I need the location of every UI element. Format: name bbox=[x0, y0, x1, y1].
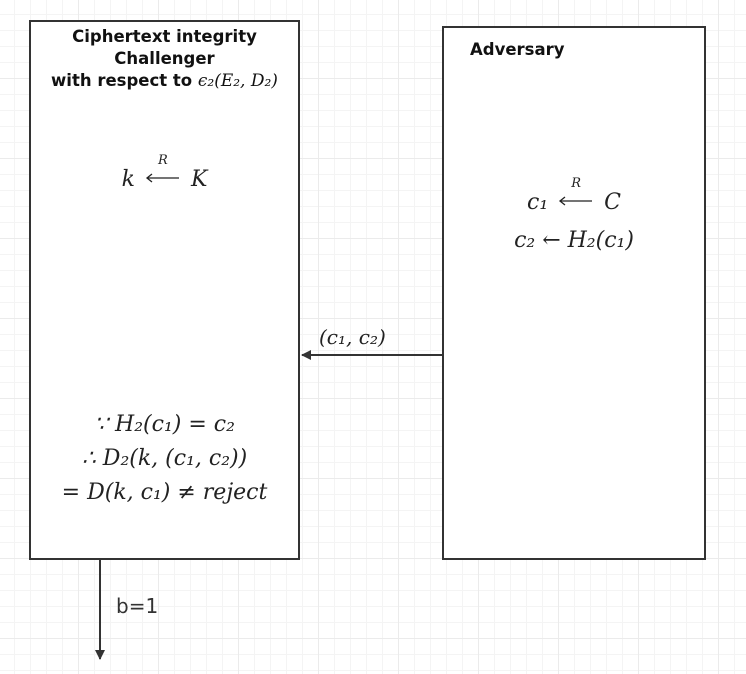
challenger-title-text: with respect to bbox=[51, 71, 198, 90]
challenger-title: Ciphertext integrity Challenger with res… bbox=[31, 26, 298, 92]
key-sampling-formula: k R K bbox=[31, 154, 298, 197]
proof-line-1: ∵ H₂(c₁) = c₂ bbox=[94, 412, 235, 437]
ciphertext-sampling-formula: c₁ R C bbox=[444, 177, 704, 220]
output-label: b=1 bbox=[116, 594, 159, 618]
key-variable: k bbox=[121, 167, 135, 192]
random-sample-arrow-icon: R bbox=[145, 154, 181, 185]
random-sample-label: R bbox=[571, 176, 582, 191]
proof-line-2: ∴ D₂(k, (c₁, c₂)) bbox=[81, 446, 248, 471]
adversary-title: Adversary bbox=[470, 40, 565, 59]
c1-variable: c₁ bbox=[527, 190, 549, 215]
random-sample-arrow-icon: R bbox=[558, 177, 594, 208]
challenger-title-line-1: Ciphertext integrity bbox=[72, 27, 257, 46]
proof-line-3: = D(k, c₁) ≠ reject bbox=[61, 480, 268, 505]
challenger-title-line-3: with respect to ϵ₂(E₂, D₂) bbox=[31, 70, 298, 92]
message-label: (c₁, c₂) bbox=[319, 325, 386, 349]
adversary-box: Adversary c₁ R C c₂ ← H₂(c₁) bbox=[442, 26, 706, 560]
hash-computation-formula: c₂ ← H₂(c₁) bbox=[514, 228, 634, 253]
random-sample-label: R bbox=[158, 153, 168, 168]
key-space: K bbox=[190, 167, 208, 192]
proof-block: ∵ H₂(c₁) = c₂ ∴ D₂(k, (c₁, c₂)) = D(k, c… bbox=[31, 408, 298, 510]
challenger-box: Ciphertext integrity Challenger with res… bbox=[29, 20, 300, 560]
challenger-title-line-2: Challenger bbox=[114, 49, 215, 68]
scheme-notation: ϵ₂(E₂, D₂) bbox=[197, 71, 278, 91]
ciphertext-space: C bbox=[604, 190, 621, 215]
